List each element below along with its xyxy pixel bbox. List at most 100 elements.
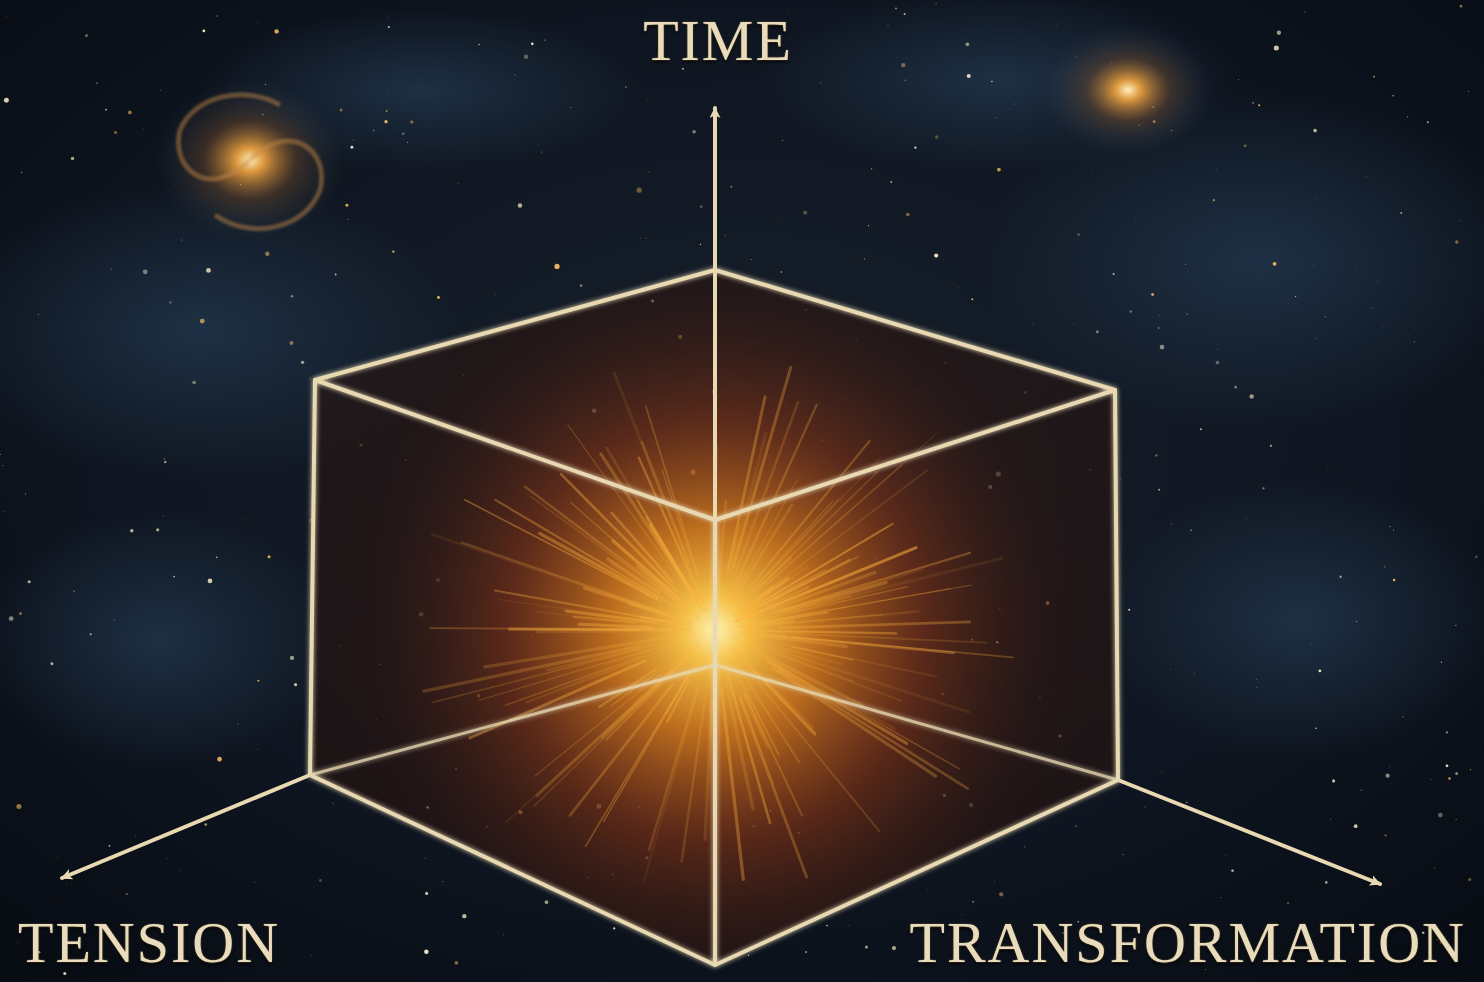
light-ray	[768, 661, 907, 743]
star	[1073, 322, 1075, 324]
star	[289, 341, 293, 345]
star	[455, 961, 459, 965]
star	[518, 203, 523, 208]
light-ray	[607, 448, 678, 568]
light-ray	[749, 647, 862, 705]
star	[1389, 766, 1391, 768]
star	[1480, 749, 1482, 751]
star	[173, 576, 175, 578]
star	[244, 519, 246, 521]
star	[1470, 769, 1471, 770]
star	[895, 8, 897, 10]
star	[1468, 91, 1470, 93]
star	[216, 15, 218, 17]
star	[1460, 5, 1463, 8]
star	[864, 258, 866, 260]
light-ray	[742, 633, 953, 653]
star	[646, 99, 648, 101]
star	[1360, 789, 1362, 791]
star	[1448, 777, 1450, 779]
star	[332, 803, 333, 804]
star	[388, 26, 390, 28]
star	[114, 619, 115, 620]
star	[1234, 386, 1237, 389]
star	[85, 34, 88, 37]
star	[494, 293, 496, 295]
star	[1129, 310, 1132, 313]
star	[1446, 731, 1448, 733]
star	[402, 132, 405, 135]
star	[1319, 670, 1322, 673]
star	[301, 361, 304, 364]
star	[180, 870, 181, 871]
star	[386, 110, 388, 112]
star	[1200, 428, 1202, 430]
star	[1225, 854, 1227, 856]
star	[868, 225, 869, 226]
light-ray	[758, 682, 880, 831]
star	[257, 22, 259, 24]
light-ray	[743, 567, 807, 611]
star	[1455, 240, 1458, 243]
star	[1077, 233, 1080, 236]
star	[335, 273, 337, 275]
light-ray	[579, 624, 651, 627]
star	[350, 146, 353, 149]
star	[781, 271, 783, 273]
star	[392, 250, 394, 252]
star	[1193, 672, 1195, 674]
star	[957, 286, 959, 288]
star	[700, 205, 703, 208]
star	[352, 139, 354, 141]
star	[927, 41, 929, 43]
light-ray	[479, 649, 651, 700]
star	[570, 107, 571, 108]
star	[1151, 293, 1154, 296]
star	[47, 524, 49, 526]
star	[1273, 262, 1277, 266]
light-ray	[495, 591, 691, 626]
star	[934, 253, 938, 257]
star	[1014, 103, 1016, 105]
star	[114, 131, 117, 134]
light-ray	[510, 627, 690, 631]
star	[927, 888, 929, 890]
star	[2, 465, 3, 466]
light-ray	[730, 434, 766, 571]
star	[1158, 314, 1160, 316]
star	[1381, 325, 1383, 327]
star	[387, 89, 389, 91]
star	[997, 168, 1001, 172]
star	[373, 129, 375, 131]
star	[901, 63, 905, 67]
light-ray	[682, 653, 712, 861]
star	[57, 857, 59, 859]
star	[1316, 338, 1318, 340]
star	[1262, 487, 1264, 489]
star	[200, 319, 205, 324]
light-ray	[750, 441, 870, 588]
star	[309, 378, 310, 379]
star	[291, 295, 294, 298]
star	[1024, 846, 1025, 847]
star	[1158, 327, 1159, 328]
star	[545, 900, 549, 904]
star	[437, 296, 440, 299]
star	[1193, 185, 1195, 187]
star	[748, 955, 749, 956]
star	[1455, 772, 1458, 775]
star	[319, 879, 322, 882]
star	[163, 515, 164, 516]
star	[425, 892, 428, 895]
star	[126, 893, 129, 896]
star	[1255, 687, 1257, 689]
star	[724, 234, 726, 236]
light-ray	[613, 541, 679, 598]
light-ray	[530, 496, 699, 618]
light-ray	[722, 690, 744, 880]
star	[1327, 465, 1329, 467]
star	[1376, 280, 1378, 282]
star	[935, 135, 938, 138]
star	[1384, 566, 1386, 568]
